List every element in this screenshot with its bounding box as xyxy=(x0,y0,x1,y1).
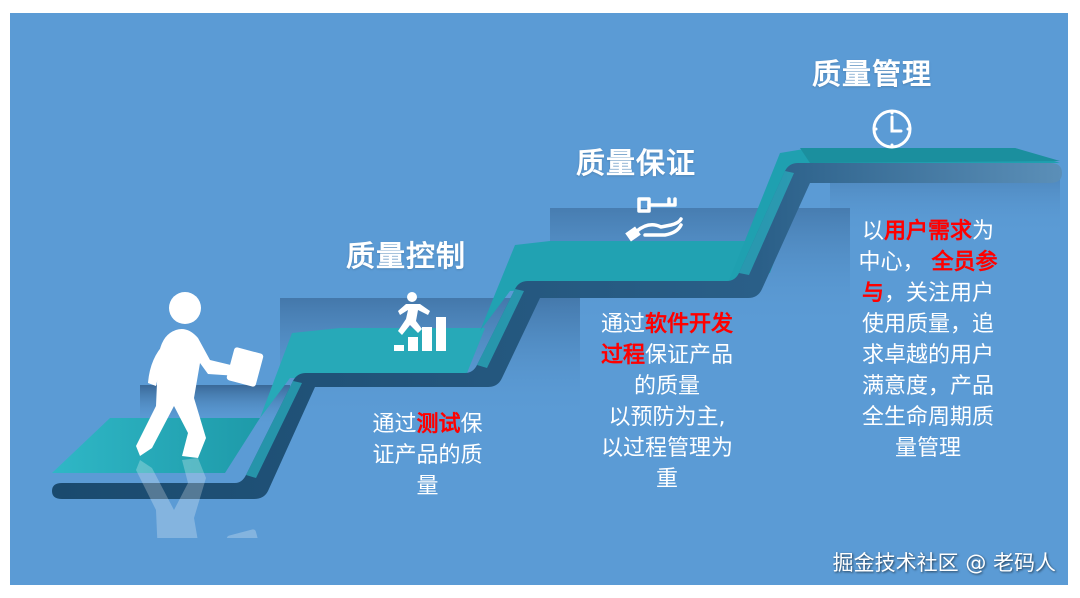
text-segment: 求卓越的用户 xyxy=(861,343,994,368)
text-segment: 以预防为主, xyxy=(608,405,726,430)
text-segment: 使用质量，追 xyxy=(861,312,994,337)
description-line: 量 xyxy=(340,471,515,502)
text-segment: 满意度，产品 xyxy=(861,374,994,399)
text-segment: ，关注用户 xyxy=(884,281,995,306)
description-line: 使用质量，追 xyxy=(838,309,1018,340)
description-line: 全生命周期质 xyxy=(838,402,1018,433)
description-line: 中心， 全员参 xyxy=(838,247,1018,278)
text-segment: 重 xyxy=(655,467,678,492)
text-segment: 量管理 xyxy=(894,436,961,461)
description-line: 过程保证产品 xyxy=(572,340,762,371)
text-segment: 通过 xyxy=(600,312,645,337)
step-1-title: 质量控制 xyxy=(346,239,467,273)
description-line: 证产品的质 xyxy=(340,440,515,471)
highlighted-text: 全员参 xyxy=(931,250,998,275)
text-segment: 全生命周期质 xyxy=(861,405,994,430)
text-segment: 保证产品 xyxy=(645,343,734,368)
text-segment: 保 xyxy=(460,412,483,437)
description-line: 量管理 xyxy=(838,433,1018,464)
description-line: 求卓越的用户 xyxy=(838,340,1018,371)
step-2-title: 质量保证 xyxy=(576,146,697,180)
description-line: 通过测试保 xyxy=(340,409,515,440)
step-3-title: 质量管理 xyxy=(812,57,933,91)
text-segment: 以过程管理为 xyxy=(600,436,733,461)
step-2-description: 通过软件开发过程保证产品的质量以预防为主,以过程管理为重 xyxy=(572,309,762,495)
description-line: 以预防为主, xyxy=(572,402,762,433)
step-3-description: 以用户需求为中心， 全员参与，关注用户使用质量，追求卓越的用户满意度，产品全生命… xyxy=(838,216,1018,464)
step-1-description: 通过测试保证产品的质量 xyxy=(340,409,515,502)
highlighted-text: 与 xyxy=(861,281,884,306)
description-line: 满意度，产品 xyxy=(838,371,1018,402)
description-line: 与，关注用户 xyxy=(838,278,1018,309)
staircase-graphic xyxy=(52,148,1062,499)
watermark: 掘金技术社区 @ 老码人 xyxy=(832,551,1056,575)
highlighted-text: 用户需求 xyxy=(883,219,972,244)
text-segment: 量 xyxy=(416,474,439,499)
description-line: 重 xyxy=(572,464,762,495)
text-segment: 通过 xyxy=(372,412,417,437)
highlighted-text: 过程 xyxy=(600,343,645,368)
text-segment: 证产品的质 xyxy=(372,443,483,468)
description-line: 以过程管理为 xyxy=(572,433,762,464)
description-line: 通过软件开发 xyxy=(572,309,762,340)
text-segment: 的质量 xyxy=(633,374,700,399)
clock-icon xyxy=(872,109,912,149)
text-segment: 以 xyxy=(861,219,884,244)
text-segment: 为 xyxy=(972,219,995,244)
text-segment: 中心， xyxy=(858,250,932,275)
description-line: 以用户需求为 xyxy=(838,216,1018,247)
walking-businessman-icon xyxy=(136,292,264,538)
slide: 质量控制 通过测试保证产品的质量 质量保证 通过软件开发过程保证产品的质量以预防… xyxy=(10,13,1068,585)
running-up-bars-icon xyxy=(394,292,446,351)
hand-holding-key-icon xyxy=(625,197,683,242)
highlighted-text: 测试 xyxy=(416,412,461,437)
highlighted-text: 软件开发 xyxy=(645,312,734,337)
description-line: 的质量 xyxy=(572,371,762,402)
